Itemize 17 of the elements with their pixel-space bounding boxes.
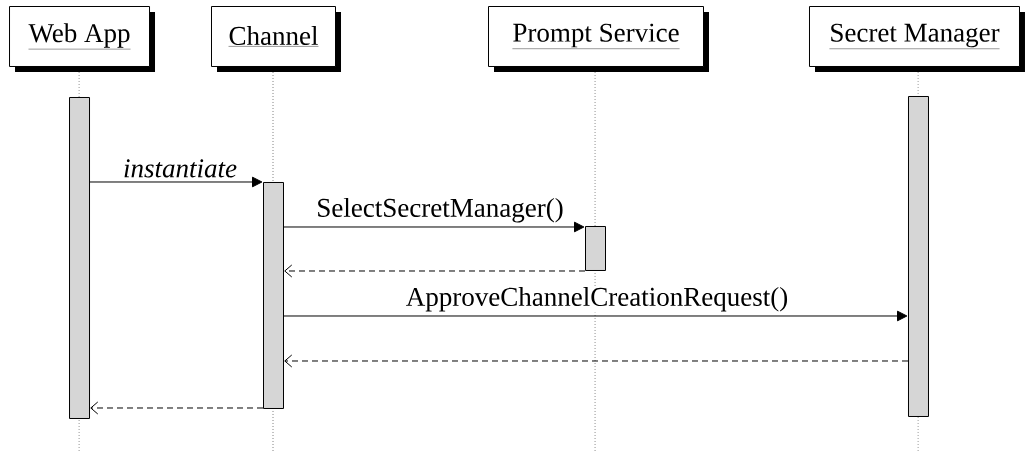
message-arrow	[283, 221, 585, 233]
participant-box: Prompt Service	[488, 6, 709, 72]
activation-bar	[908, 96, 929, 417]
message-arrow	[90, 401, 264, 415]
participant-box: Secret Manager	[809, 6, 1025, 72]
message-arrow	[284, 264, 586, 278]
activation-bar	[263, 182, 284, 409]
activation-bar	[585, 226, 606, 271]
message-label: instantiate	[122, 158, 238, 179]
message-label: SelectSecretManager()	[315, 196, 565, 224]
message-arrow	[89, 176, 263, 188]
activation-bar	[69, 97, 90, 419]
participant-box: Channel	[211, 6, 341, 72]
message-label: ApproveChannelCreationRequest()	[404, 286, 790, 313]
participant-box: Web App	[9, 6, 155, 72]
message-arrow	[283, 310, 908, 322]
message-arrow	[284, 354, 909, 368]
